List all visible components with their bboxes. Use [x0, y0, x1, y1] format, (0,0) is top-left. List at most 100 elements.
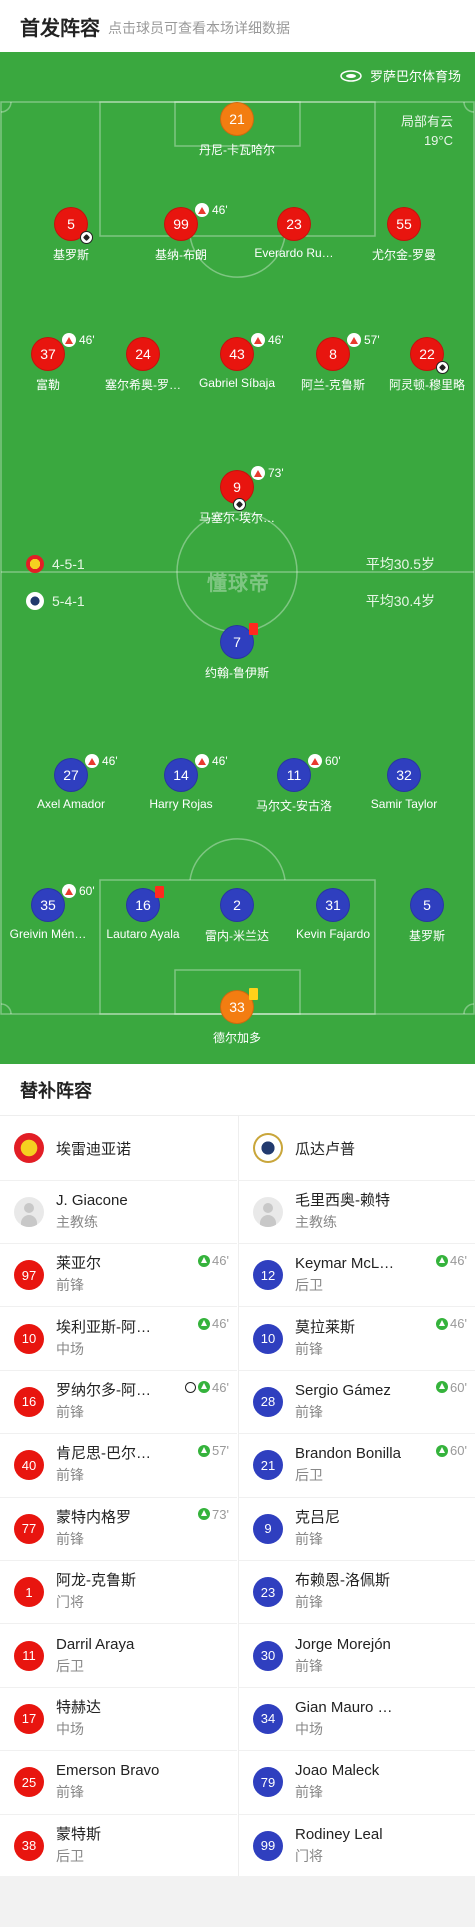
player-home-fwd[interactable]: 9 73' 马塞尔-埃尔…: [177, 466, 297, 526]
player-name: Gian Mauro …: [295, 1698, 393, 1716]
substitution-icon: [62, 884, 76, 898]
lineup-header: 首发阵容 点击球员可查看本场详细数据: [0, 0, 475, 52]
player-name: 尤尔金-罗曼: [372, 248, 436, 262]
sub-in-icon: [198, 1444, 211, 1457]
substitution-icon: [251, 333, 265, 347]
sub-in-badge: 60': [436, 1380, 467, 1395]
coach-name: 毛里西奥-赖特: [295, 1192, 390, 1209]
player-name: 布赖恩-洛佩斯: [295, 1572, 390, 1590]
red-card-icon: [155, 886, 164, 898]
away-team-header[interactable]: 瓜达卢普: [239, 1116, 475, 1181]
player-home-mid-1[interactable]: 37 46' 富勒: [0, 333, 108, 393]
player-home-gk[interactable]: 21 丹尼-卡瓦哈尔: [177, 102, 297, 158]
shirt-number: 40: [14, 1450, 44, 1481]
player-home-def-3[interactable]: 23 Everardo Ru…: [234, 207, 354, 260]
player-home-mid-3[interactable]: 43 46' Gabriel Síbaja: [177, 333, 297, 390]
shirt-number: 22: [419, 346, 435, 362]
player-name: 埃利亚斯-阿…: [56, 1318, 151, 1336]
player-name: Jorge Morejón: [295, 1635, 391, 1653]
player-home-mid-5[interactable]: 22 阿灵顿-穆里略: [367, 337, 475, 393]
shirt-number: 11: [14, 1640, 44, 1671]
away-team-crest-icon: [253, 1133, 283, 1163]
player-away-def-3[interactable]: 2 雷内-米兰达: [177, 888, 297, 944]
sub-in-badge: 57': [198, 1443, 229, 1458]
player-away-gk[interactable]: 33 德尔加多: [177, 988, 297, 1046]
player-home-def-4[interactable]: 55 尤尔金-罗曼: [344, 207, 464, 263]
team-name: 瓜达卢普: [295, 1140, 356, 1158]
shirt-number: 38: [14, 1830, 44, 1861]
player-away-mid-4[interactable]: 32 Samir Taylor: [344, 758, 464, 811]
shirt-number: 16: [14, 1386, 44, 1417]
player-away-mid-3[interactable]: 11 60' 马尔文-安古洛: [234, 754, 354, 814]
sub-in-minute: 46': [450, 1253, 467, 1268]
sub-off-badge: 60': [62, 884, 95, 898]
player-position: 前锋: [295, 1530, 323, 1547]
player-away-mid-1[interactable]: 27 46' Axel Amador: [11, 754, 131, 811]
player-away-fwd[interactable]: 7 约翰-鲁伊斯: [177, 623, 297, 681]
player-position: 前锋: [295, 1340, 323, 1357]
shirt-number: 8: [329, 346, 337, 362]
venue-info: 罗萨巴尔体育场: [340, 66, 461, 85]
player-home-def-1[interactable]: 5 基罗斯: [11, 207, 131, 263]
home-team-crest-icon: [14, 1133, 44, 1163]
player-name: 莱亚尔: [56, 1255, 102, 1273]
sub-in-minute: 46': [450, 1316, 467, 1332]
player-name: 阿灵顿-穆里略: [389, 378, 465, 392]
sub-in-icon: [436, 1254, 449, 1267]
player-name: Sergio Gámez: [295, 1381, 391, 1399]
shirt-number: 34: [253, 1703, 283, 1734]
player-name: 莫拉莱斯: [295, 1318, 356, 1336]
shirt-number: 43: [229, 346, 245, 362]
substitution-icon: [195, 754, 209, 768]
player-home-mid-2[interactable]: 24 塞尔希奥-罗…: [83, 337, 203, 393]
shirt-number: 23: [277, 207, 311, 241]
player-home-def-2[interactable]: 99 46' 基纳-布朗: [121, 203, 241, 263]
sub-in-minute: 73': [212, 1506, 229, 1522]
away-coach[interactable]: 毛里西奥-赖特主教练: [239, 1181, 475, 1244]
shirt-number: 17: [14, 1703, 44, 1734]
shirt-number: 27: [63, 767, 79, 783]
shirt-number: 35: [40, 897, 56, 913]
substitution-icon: [85, 754, 99, 768]
shirt-number: 33: [229, 999, 245, 1015]
home-team-header[interactable]: 埃雷迪亚诺: [0, 1116, 237, 1181]
sub-off-badge: 57': [347, 333, 380, 347]
player-home-mid-4[interactable]: 8 57' 阿兰-克鲁斯: [273, 333, 393, 393]
player-away-def-1[interactable]: 35 60' Greivin Mén…: [0, 884, 108, 941]
player-away-def-5[interactable]: 5 基罗斯: [367, 888, 475, 944]
player-name: 蒙特斯: [56, 1825, 102, 1843]
player-away-def-2[interactable]: 16 Lautaro Ayala: [83, 886, 203, 941]
shirt-number: 99: [173, 216, 189, 232]
sub-off-badge: 46': [62, 333, 95, 347]
sub-in-icon: [436, 1317, 449, 1330]
player-away-mid-2[interactable]: 14 46' Harry Rojas: [121, 754, 241, 811]
goal-ball-icon: [80, 231, 93, 244]
home-formation: 4-5-1: [52, 556, 85, 572]
player-name: 马尔文-安古洛: [256, 799, 332, 813]
player-away-def-4[interactable]: 31 Kevin Fajardo: [273, 888, 393, 941]
player-position: 中场: [56, 1340, 84, 1357]
shirt-number: 5: [67, 216, 75, 232]
sub-in-minute: 46': [212, 1253, 229, 1268]
